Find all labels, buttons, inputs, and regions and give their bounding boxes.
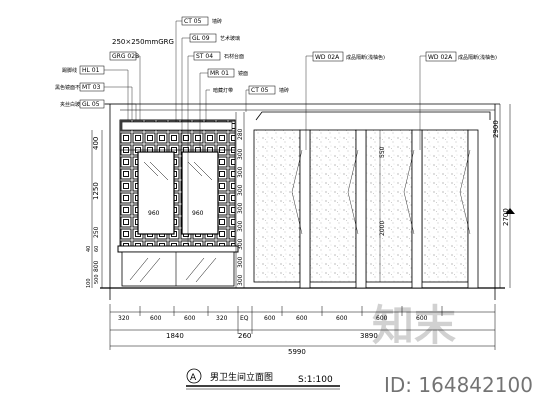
title-text: 男卫生间立面图	[210, 371, 273, 383]
svg-text:MR 01: MR 01	[210, 70, 229, 77]
vanity-cabinet	[121, 251, 235, 287]
svg-text:60: 60	[94, 246, 100, 252]
svg-text:艺术玻璃: 艺术玻璃	[220, 35, 240, 42]
svg-text:40: 40	[86, 246, 92, 252]
left-dimensions: 400 1250 250 60 40 800 100 500	[86, 130, 103, 288]
drawing-title: A 男卫生间立面图 S:1:100	[186, 368, 340, 390]
svg-text:CT 05: CT 05	[251, 87, 269, 94]
svg-text:800: 800	[93, 260, 100, 272]
watermark-logo: 知末	[372, 301, 456, 350]
vanity-wall: 960 960	[117, 119, 239, 287]
svg-text:300: 300	[237, 238, 244, 250]
section-marker	[186, 368, 202, 384]
svg-text:GRG 02B: GRG 02B	[112, 53, 139, 60]
svg-text:WD 02A: WD 02A	[315, 54, 340, 61]
svg-text:600: 600	[296, 315, 308, 322]
svg-text:暗藏灯带: 暗藏灯带	[213, 87, 233, 94]
stall-panel	[309, 129, 357, 283]
svg-text:夹丝白玻璃: 夹丝白玻璃	[60, 101, 85, 108]
svg-text:300: 300	[237, 220, 244, 232]
stall-partitions: 550 2000	[253, 111, 491, 289]
stall-dim-lower: 2000	[379, 221, 386, 236]
svg-text:600: 600	[184, 315, 196, 322]
bottom-dimensions: 320 600 600 320 EQ 600 600 600 600 600 1…	[109, 304, 496, 356]
svg-text:600: 600	[150, 315, 162, 322]
svg-text:GL 09: GL 09	[192, 35, 210, 42]
svg-text:镜面: 镜面	[238, 70, 248, 77]
svg-text:300: 300	[237, 166, 244, 178]
svg-text:A: A	[190, 373, 197, 383]
svg-text:600: 600	[416, 315, 428, 322]
svg-text:300: 300	[237, 202, 244, 214]
svg-text:EQ: EQ	[240, 315, 249, 322]
id-watermark: ID: 164842100	[384, 373, 533, 397]
stall-panel	[421, 129, 469, 283]
callouts-left: 踢脚线 HL 01 黑色镜面不锈钢 MT 03 夹丝白玻璃 GL 05 250×…	[55, 38, 174, 120]
svg-text:3890: 3890	[360, 332, 378, 340]
svg-text:MT 03: MT 03	[82, 84, 101, 91]
svg-text:500: 500	[94, 274, 100, 284]
svg-text:1840: 1840	[166, 332, 184, 340]
svg-text:320: 320	[216, 315, 228, 322]
svg-text:600: 600	[376, 315, 388, 322]
svg-text:WD 02A: WD 02A	[428, 54, 453, 61]
vanity-counter	[117, 245, 239, 253]
svg-text:250: 250	[93, 226, 100, 238]
svg-text:墙砖: 墙砖	[212, 18, 222, 25]
grc-size-label: 250×250mmGRG	[112, 38, 174, 46]
svg-text:300: 300	[237, 256, 244, 268]
stall-dim-upper: 550	[379, 146, 386, 158]
svg-text:260: 260	[238, 332, 251, 340]
svg-text:墙砖: 墙砖	[279, 87, 289, 94]
right-dimensions: 2900 2700	[492, 104, 515, 288]
svg-text:300: 300	[237, 184, 244, 196]
svg-text:600: 600	[336, 315, 348, 322]
svg-text:1250: 1250	[92, 182, 100, 200]
callouts-mid: CT 05 墙砖 GL 09 艺术玻璃 ST 04 石材台面 MR 01 镜面 …	[175, 16, 289, 246]
svg-text:2900: 2900	[492, 120, 500, 138]
stall-panel	[365, 129, 413, 283]
svg-text:GL 05: GL 05	[82, 101, 100, 108]
scale-text: S:1:100	[298, 375, 333, 385]
svg-text:石材台面: 石材台面	[224, 53, 244, 60]
svg-text:踢脚线: 踢脚线	[62, 67, 77, 74]
svg-text:300: 300	[237, 274, 244, 286]
svg-text:100: 100	[86, 278, 92, 288]
total-width: 5990	[288, 348, 306, 356]
svg-text:400: 400	[92, 137, 100, 150]
svg-text:CT 05: CT 05	[184, 18, 202, 25]
panel-dim-right: 960	[192, 210, 204, 217]
svg-text:280: 280	[237, 128, 244, 140]
svg-text:黑色镜面不锈钢: 黑色镜面不锈钢	[55, 84, 90, 91]
stall-panel	[253, 129, 301, 283]
callouts-right: WD 02A 成品隔断(浅柚色) WD 02A 成品隔断(浅柚色)	[305, 51, 497, 150]
svg-text:成品隔断(浅柚色): 成品隔断(浅柚色)	[458, 54, 497, 61]
svg-text:320: 320	[118, 315, 130, 322]
svg-text:600: 600	[264, 315, 276, 322]
mirror-panel-right	[181, 151, 219, 235]
svg-text:2700: 2700	[502, 208, 510, 226]
svg-text:ST 04: ST 04	[196, 53, 213, 60]
panel-dim-left: 960	[148, 210, 160, 217]
svg-text:成品隔断(浅柚色): 成品隔断(浅柚色)	[346, 54, 385, 61]
mirror-panel-left	[137, 151, 175, 235]
svg-text:HL 01: HL 01	[82, 67, 100, 74]
mid-dimension-column: 280 300 300 300 300 300 300 300 300	[235, 112, 245, 288]
svg-text:300: 300	[237, 148, 244, 160]
